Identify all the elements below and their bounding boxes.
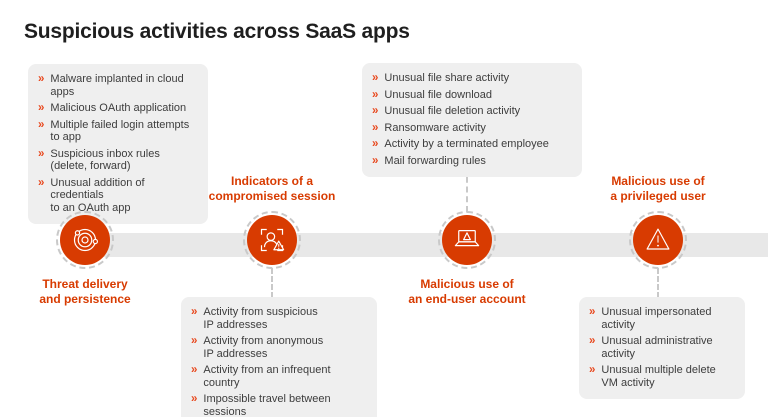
chevron-bullet-icon: » <box>191 364 198 376</box>
milestone-circle-threat-delivery <box>56 211 114 269</box>
chevron-bullet-icon: » <box>372 154 379 167</box>
chevron-bullet-icon: » <box>372 88 379 101</box>
list-item: »Malware implanted in cloud apps <box>38 73 184 98</box>
milestone-circle-privileged-user <box>629 211 687 269</box>
chevron-bullet-icon: » <box>38 102 45 114</box>
chevron-bullet-icon: » <box>372 138 379 150</box>
list-item: »Unusual administrative activity <box>589 335 713 360</box>
list-item: »Multiple failed login attempts to app <box>38 118 190 144</box>
chevron-bullet-icon: » <box>589 335 596 347</box>
stage-label-threat-delivery: Threat delivery and persistence <box>39 277 131 306</box>
list-item: »Unusual addition of credentials to an O… <box>38 176 145 214</box>
stage-label-privileged-user: Malicious use of a privileged user <box>610 174 706 203</box>
list-item: »Unusual file share activity <box>372 72 510 84</box>
list-item: »Unusual impersonated activity <box>589 306 712 331</box>
list-item: »Suspicious inbox rules (delete, forward… <box>38 147 160 173</box>
chevron-bullet-icon: » <box>589 306 596 318</box>
list-item: »Unusual file deletion activity <box>372 105 521 117</box>
user-scan-warning-icon <box>254 222 290 258</box>
chevron-bullet-icon: » <box>38 73 45 85</box>
privileged-user-list: »Unusual impersonated activity »Unusual … <box>579 297 745 399</box>
chevron-bullet-icon: » <box>589 364 596 376</box>
warning-triangle-icon <box>640 222 676 258</box>
orbit-rings-icon <box>67 222 103 258</box>
list-item: »Activity from suspicious IP addresses <box>191 306 318 331</box>
connector-line <box>271 268 273 298</box>
list-item: »Mail forwarding rules <box>372 154 486 167</box>
milestone-circle-compromised-session <box>243 211 301 269</box>
list-item: »Unusual file download <box>372 88 493 101</box>
list-item: »Ransomware activity <box>372 121 486 134</box>
chevron-bullet-icon: » <box>191 393 198 405</box>
list-item: »Activity by a terminated employee <box>372 138 549 150</box>
chevron-bullet-icon: » <box>38 118 45 131</box>
chevron-bullet-icon: » <box>191 306 198 318</box>
chevron-bullet-icon: » <box>191 335 198 347</box>
threat-delivery-list: »Malware implanted in cloud apps »Malici… <box>28 64 208 224</box>
end-user-account-list: »Unusual file share activity »Unusual fi… <box>362 63 582 177</box>
list-item: »Unusual multiple delete VM activity <box>589 364 716 389</box>
list-item: »Activity from anonymous IP addresses <box>191 335 324 360</box>
milestone-circle-end-user-account <box>438 211 496 269</box>
page-title: Suspicious activities across SaaS apps <box>24 20 410 43</box>
list-item: »Impossible travel between sessions <box>191 393 331 417</box>
stage-label-end-user-account: Malicious use of an end-user account <box>408 277 526 306</box>
chevron-bullet-icon: » <box>38 176 45 189</box>
connector-line <box>657 268 659 298</box>
chevron-bullet-icon: » <box>372 121 379 134</box>
laptop-warning-icon <box>449 222 485 258</box>
list-item: »Activity from an infrequent country <box>191 364 331 389</box>
chevron-bullet-icon: » <box>372 105 379 117</box>
compromised-session-list: »Activity from suspicious IP addresses »… <box>181 297 377 417</box>
list-item: »Malicious OAuth application <box>38 102 187 114</box>
connector-line <box>466 167 468 212</box>
stage-label-compromised-session: Indicators of a compromised session <box>208 174 336 203</box>
chevron-bullet-icon: » <box>38 147 45 160</box>
chevron-bullet-icon: » <box>372 72 379 84</box>
